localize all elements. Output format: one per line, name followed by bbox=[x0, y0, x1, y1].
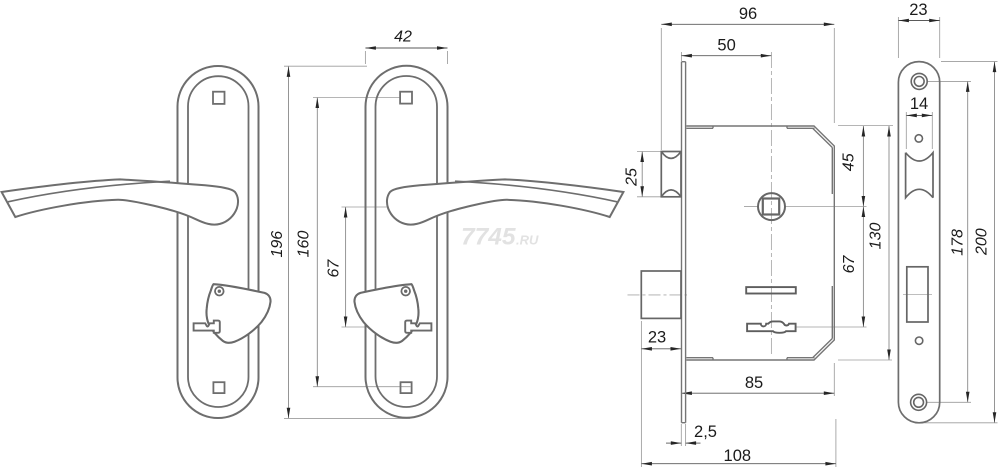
svg-text:96: 96 bbox=[739, 5, 757, 23]
svg-text:2,5: 2,5 bbox=[694, 423, 717, 441]
svg-text:67: 67 bbox=[326, 259, 343, 278]
svg-text:85: 85 bbox=[745, 374, 763, 392]
svg-text:23: 23 bbox=[648, 329, 666, 347]
svg-text:42: 42 bbox=[394, 29, 412, 46]
svg-text:7745: 7745 bbox=[461, 224, 516, 251]
svg-text:67: 67 bbox=[841, 255, 858, 274]
svg-text:25: 25 bbox=[624, 168, 641, 187]
svg-text:45: 45 bbox=[841, 153, 858, 171]
svg-text:196: 196 bbox=[269, 231, 286, 258]
svg-text:130: 130 bbox=[868, 223, 885, 250]
svg-text:200: 200 bbox=[974, 228, 991, 256]
svg-text:14: 14 bbox=[910, 95, 928, 113]
svg-text:108: 108 bbox=[724, 447, 752, 465]
svg-text:23: 23 bbox=[909, 1, 927, 19]
svg-text:160: 160 bbox=[296, 231, 313, 258]
svg-text:178: 178 bbox=[950, 229, 967, 256]
svg-text:.RU: .RU bbox=[516, 233, 539, 248]
svg-text:50: 50 bbox=[717, 37, 735, 55]
